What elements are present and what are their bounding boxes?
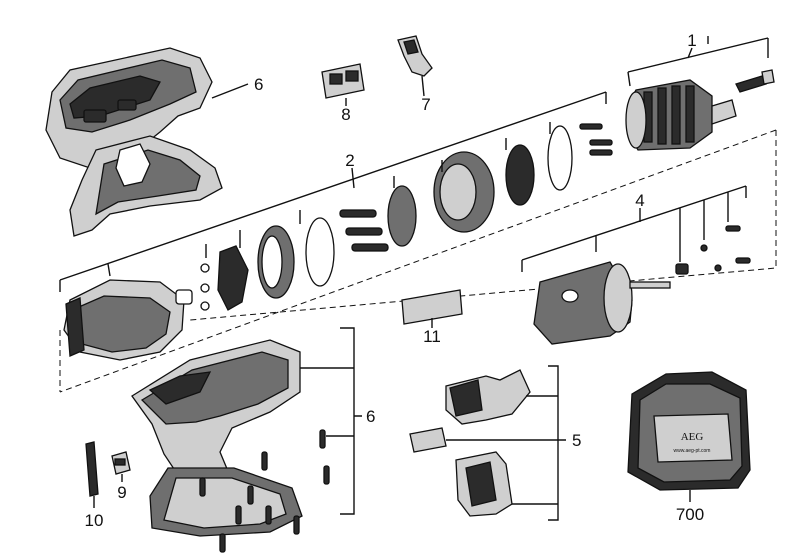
housing-half-top (45, 47, 223, 237)
callout-2: 2 (345, 151, 354, 170)
case-url: www.aeg-pt.com (674, 448, 711, 454)
callout-5: 5 (572, 431, 581, 450)
part-2-gearbox-group (63, 123, 613, 361)
leader-lines (59, 36, 769, 521)
callout-10: 10 (85, 511, 104, 530)
callout-11: 11 (423, 327, 441, 346)
part-1-chuck (625, 69, 775, 151)
part-9-bit-holder (111, 451, 131, 475)
callout-4: 4 (635, 191, 644, 210)
callout-7: 7 (421, 95, 430, 114)
callout-9: 9 (117, 483, 126, 502)
part-10-bit (85, 441, 99, 497)
callout-700: 700 (676, 505, 704, 524)
part-7-belt-clip (397, 35, 433, 77)
part-11-label (401, 289, 463, 325)
callout-labels: 1 2 4 5 6 6 7 8 9 10 11 700 (85, 31, 705, 530)
callout-1: 1 (687, 31, 696, 50)
part-5-switch-assembly (409, 369, 531, 517)
callout-6-top: 6 (254, 75, 263, 94)
part-4-motor (533, 225, 751, 345)
housing-half-bottom (131, 339, 330, 553)
callout-8: 8 (341, 105, 350, 124)
assembly-guide-lines (59, 129, 777, 393)
part-8-switch-cap (321, 63, 365, 99)
part-700-carry-case: AEG www.aeg-pt.com (627, 371, 751, 491)
case-brand-logo: AEG (681, 431, 704, 443)
callout-6-bottom: 6 (366, 407, 375, 426)
